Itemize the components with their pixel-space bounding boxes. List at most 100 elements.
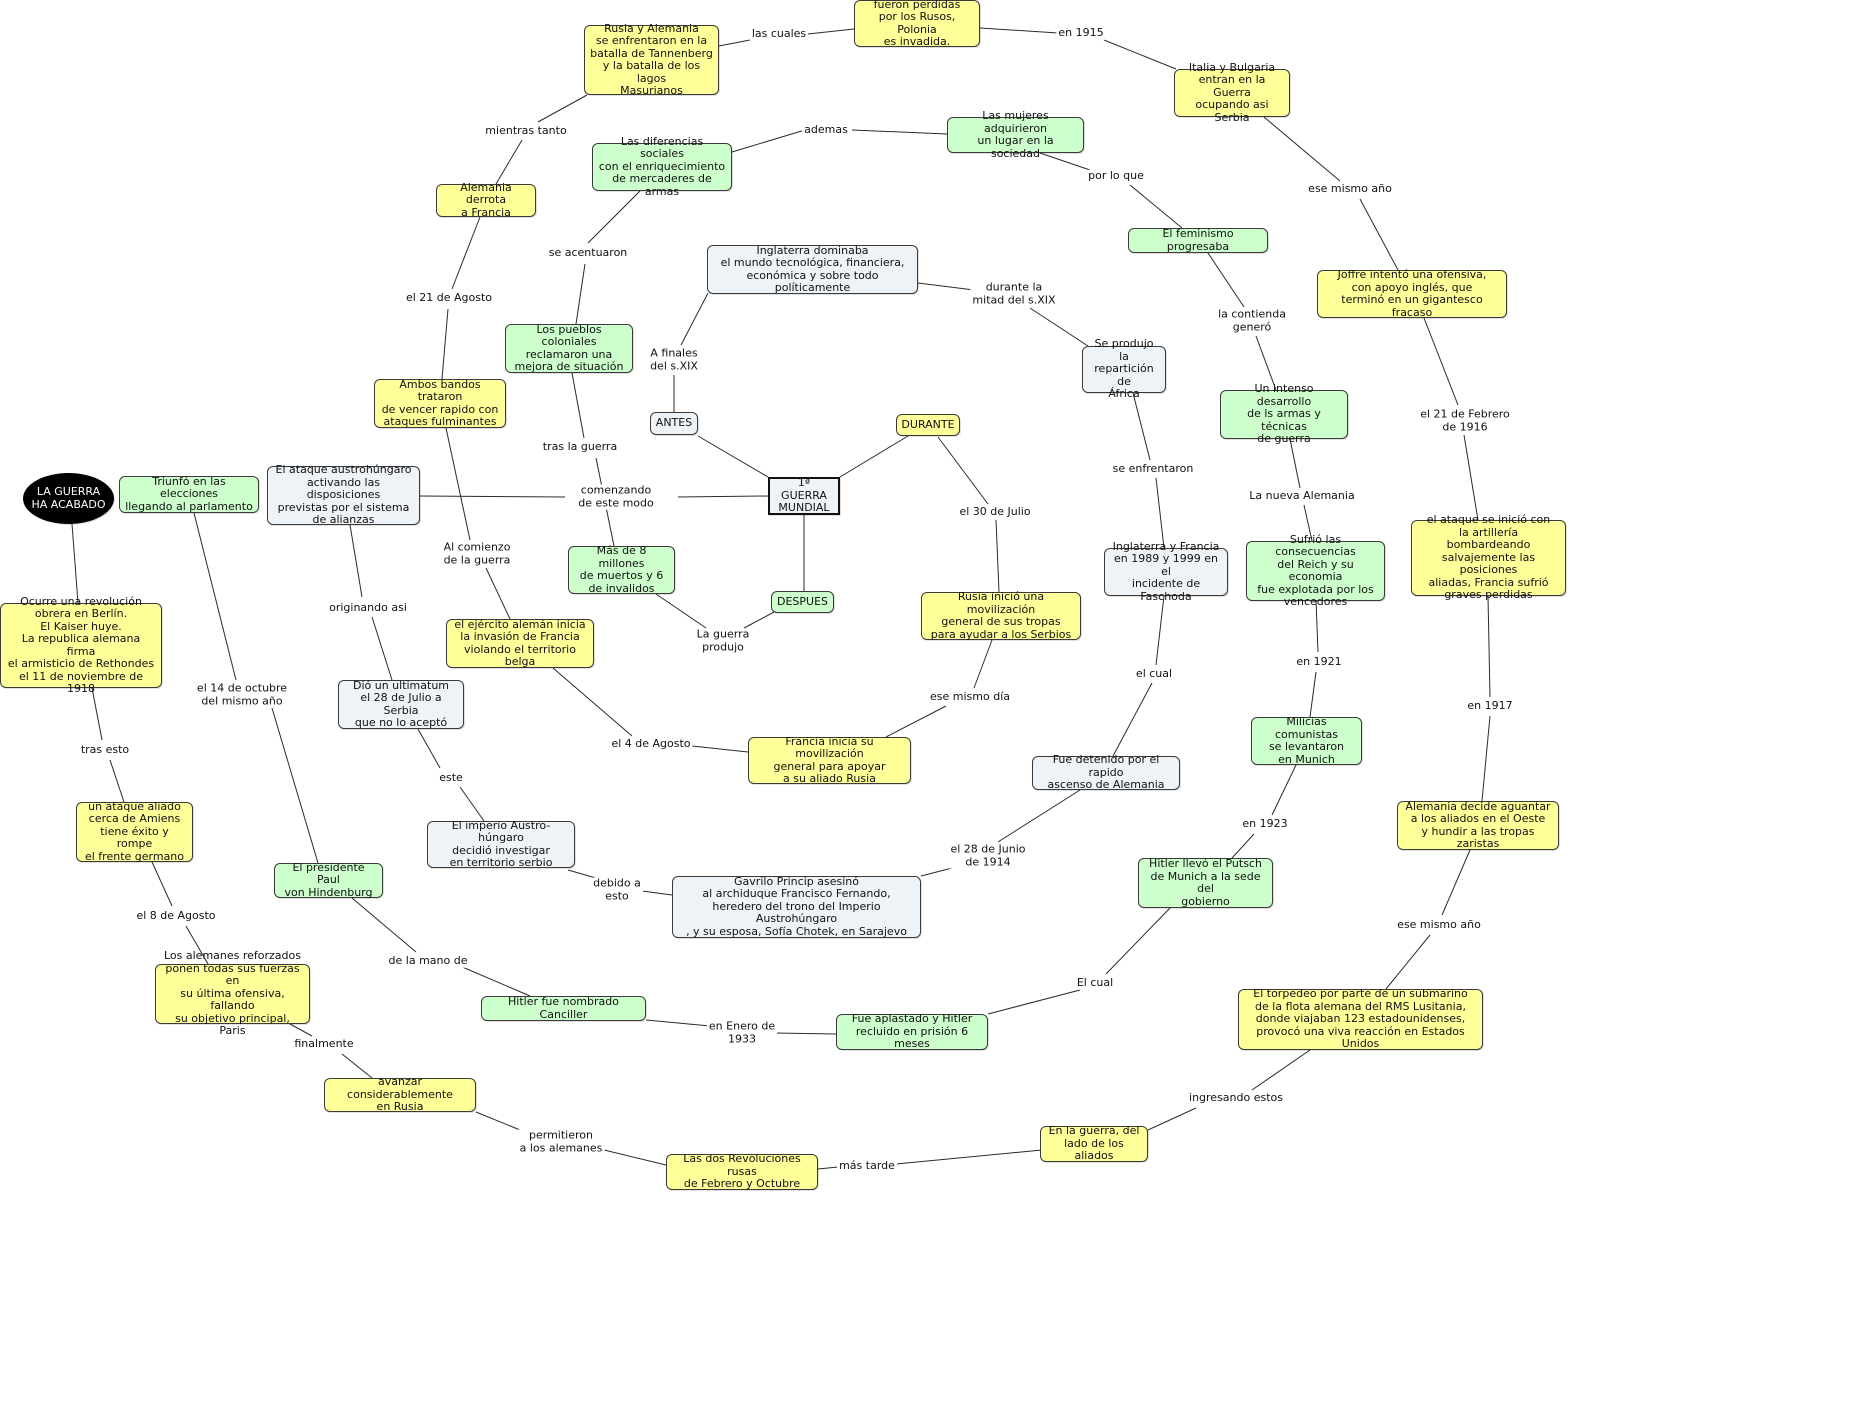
node-avanzar-rusia[interactable]: avanzar considerablemente en Rusia xyxy=(324,1076,476,1113)
edge xyxy=(1155,477,1165,549)
node-despues[interactable]: DESPUES xyxy=(771,591,834,613)
node-consecuencias-reich[interactable]: Sufrió las consecuencias del Reich y su … xyxy=(1246,533,1385,608)
edge xyxy=(587,190,641,244)
edge xyxy=(1481,715,1491,802)
link-label: ademas xyxy=(802,122,850,137)
node-revoluciones-rusas[interactable]: Las dos Revoluciones rusas de Febrero y … xyxy=(666,1153,818,1190)
connector-lines xyxy=(71,27,1491,1170)
link-label: tras esto xyxy=(78,742,132,757)
edge xyxy=(1359,198,1399,271)
edge xyxy=(885,705,947,738)
node-triunfo-elecciones[interactable]: Triunfó en las elecciones llegando al pa… xyxy=(119,475,259,513)
node-revolucion-berlin[interactable]: Ocurre una revolución obrera en Berlín. … xyxy=(0,595,162,695)
edge xyxy=(567,869,597,879)
node-ambos-bandos[interactable]: Ambos bandos trataron de vencer rapido c… xyxy=(374,378,506,428)
edge xyxy=(552,667,633,737)
link-label: comenzando de este modo xyxy=(576,483,656,510)
node-ultimatum-serbia[interactable]: Dió un ultimatum el 28 de Julio a Serbia… xyxy=(338,679,464,729)
edge xyxy=(645,1019,711,1027)
link-label: por lo que xyxy=(1086,168,1146,183)
edge xyxy=(351,897,417,953)
edge xyxy=(697,435,769,478)
node-hindenburg[interactable]: El presidente Paul von Hindenburg xyxy=(274,861,383,899)
node-ataque-austrohungaro[interactable]: El ataque austrohúngaro activando las di… xyxy=(267,464,420,526)
node-feminismo[interactable]: El feminismo progresaba xyxy=(1128,227,1268,253)
node-lado-aliados[interactable]: En la guerra, del lado de los aliados xyxy=(1040,1125,1148,1162)
node-ejercito-aleman[interactable]: el ejército alemán inicia la invasión de… xyxy=(446,618,594,668)
edge xyxy=(655,593,707,629)
link-label: el cual xyxy=(1133,666,1175,681)
edge xyxy=(1105,907,1171,975)
edge xyxy=(419,495,566,498)
node-lusitania[interactable]: El torpedeo por parte de un submarino de… xyxy=(1238,988,1483,1050)
link-label: mientras tanto xyxy=(483,123,569,138)
link-label: tras la guerra xyxy=(540,439,620,454)
edge xyxy=(599,1148,667,1166)
node-primera-guerra-mundial[interactable]: 1ª GUERRA MUNDIAL xyxy=(768,477,840,515)
link-label: en 1917 xyxy=(1465,698,1515,713)
node-inglaterra-dominaba[interactable]: Inglaterra dominaba el mundo tecnológica… xyxy=(707,244,918,294)
node-ataque-amiens[interactable]: un ataque aliado cerca de Amiens tiene é… xyxy=(76,800,193,863)
edge xyxy=(459,786,485,822)
node-imperio-austrohungaro[interactable]: El imperio Austro-húngaro decidió invest… xyxy=(427,819,575,869)
edge xyxy=(575,263,586,325)
link-label: en Enero de 1933 xyxy=(706,1019,778,1046)
node-milicias-comunistas[interactable]: Milicias comunistas se levantaron en Mun… xyxy=(1251,715,1362,765)
node-putsch-munich[interactable]: Hitler llevó el Putsch de Munich a la se… xyxy=(1138,857,1273,908)
node-italia-bulgaria[interactable]: Italia y Bulgaria entran en la Guerra oc… xyxy=(1174,61,1290,124)
node-aplastado-prision[interactable]: Fue aplastado y Hitler recluido en prisi… xyxy=(836,1013,988,1050)
node-reparticion-africa[interactable]: Se produjo la repartición de África xyxy=(1082,338,1166,400)
edge xyxy=(1255,335,1277,391)
edge xyxy=(680,292,709,346)
edge xyxy=(371,616,393,681)
edge xyxy=(571,372,585,439)
node-alemania-aguantar[interactable]: Alemania decide aguantar a los aliados e… xyxy=(1397,800,1559,850)
node-millones-muertos[interactable]: Más de 8 millones de muertos y 6 de inva… xyxy=(568,544,675,594)
edge xyxy=(997,789,1081,843)
node-pueblos-coloniales[interactable]: Los pueblos coloniales reclamaron una me… xyxy=(505,323,633,373)
node-durante[interactable]: DURANTE xyxy=(896,414,960,436)
link-label: se enfrentaron xyxy=(1110,461,1196,476)
node-perdidas-rusos[interactable]: fueron perdidas por los Rusos, Polonia e… xyxy=(854,0,980,48)
node-gavrilo-princip[interactable]: Gavrilo Princip asesinó al archiduque Fr… xyxy=(672,875,921,938)
node-francia-movilizacion[interactable]: Francia inicia su movilización general p… xyxy=(748,735,911,785)
link-label: el 8 de Agosto xyxy=(134,908,218,923)
edge xyxy=(1029,307,1089,347)
edge xyxy=(995,519,1000,593)
node-rusia-movilizacion[interactable]: Rusia inició una movilización general de… xyxy=(921,590,1081,640)
edge xyxy=(1231,833,1255,859)
edge xyxy=(973,639,993,689)
node-incidente-faschoda[interactable]: Inglaterra y Francia en 1989 y 1999 en e… xyxy=(1104,540,1228,603)
edge xyxy=(1271,764,1297,816)
node-guerra-acabado[interactable]: LA GUERRA HA ACABADO xyxy=(23,473,114,524)
edge xyxy=(109,759,125,803)
edge xyxy=(691,745,749,753)
node-mujeres-sociedad[interactable]: Las mujeres adquirieron un lugar en la s… xyxy=(947,109,1084,159)
edge xyxy=(271,707,319,864)
node-antes[interactable]: ANTES xyxy=(650,412,698,435)
edge xyxy=(289,1023,313,1037)
node-alemania-derrota-francia[interactable]: Alemania derrota a Francia xyxy=(436,181,536,219)
edge xyxy=(1039,152,1091,171)
edge xyxy=(417,728,441,769)
link-label: la contienda generó xyxy=(1216,307,1288,334)
node-diferencias-sociales[interactable]: Las diferencias sociales con el enriquec… xyxy=(592,135,732,198)
edge xyxy=(1309,671,1317,718)
edge xyxy=(1147,1107,1197,1131)
edge xyxy=(1487,595,1491,698)
edge xyxy=(151,861,173,907)
edge xyxy=(341,1053,373,1079)
node-alemanes-reforzados[interactable]: Los alemanes reforzados ponen todas sus … xyxy=(155,950,310,1037)
edge xyxy=(1132,392,1151,461)
edge xyxy=(773,1032,837,1035)
node-joffre-ofensiva[interactable]: Joffre intentó una ofensiva, con apoyo i… xyxy=(1317,268,1507,318)
node-desarrollo-armas[interactable]: Un intenso desarrollo de ls armas y técn… xyxy=(1220,383,1348,445)
node-detenido-alemania[interactable]: Fue detenido por el rapido ascenso de Al… xyxy=(1032,754,1180,791)
link-label: El cual xyxy=(1074,975,1116,990)
node-artilleria[interactable]: el ataque se inició con la artillería bo… xyxy=(1411,514,1566,601)
link-label: el 14 de octubre del mismo año xyxy=(194,681,290,708)
edge xyxy=(718,39,751,47)
edge xyxy=(349,524,363,598)
node-tannenberg[interactable]: Rusia y Alemania se enfrentaron en la ba… xyxy=(584,22,719,97)
node-hitler-canciller[interactable]: Hitler fue nombrado Canciller xyxy=(481,995,646,1021)
